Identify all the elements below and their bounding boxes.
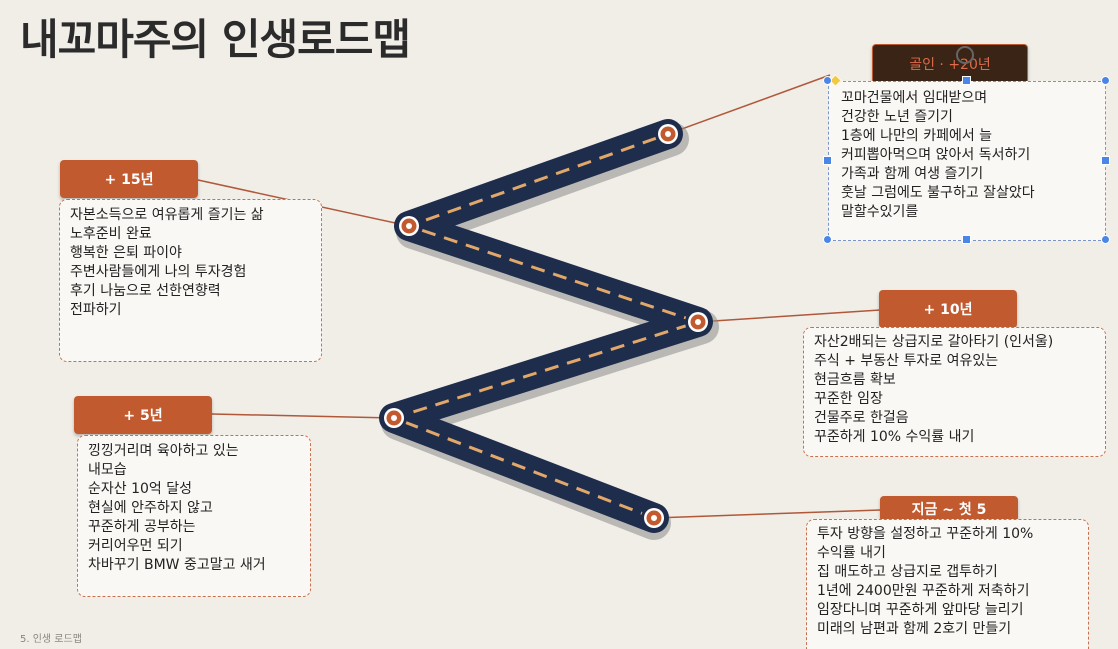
milestone-text-line: 커피뽑아먹으며 앉아서 독서하기 bbox=[841, 147, 1031, 163]
resize-handle-top-left[interactable] bbox=[823, 76, 832, 85]
slide-footer: 5. 인생 로드맵 bbox=[20, 634, 82, 645]
milestone-text-line: 행복한 은퇴 파이야 bbox=[70, 245, 182, 261]
milestone-textbox-goal[interactable]: 꼬마건물에서 임대받으며 건강한 노년 즐기기 1층에 나만의 카페에서 늘 커… bbox=[828, 81, 1106, 241]
milestone-text-line: 내모습 bbox=[88, 462, 127, 478]
milestone-text-line: 미래의 남편과 함께 2호기 만들기 bbox=[817, 621, 1012, 637]
milestone-text-line: 임장다니며 꾸준하게 앞마당 늘리기 bbox=[817, 602, 1024, 618]
milestone-tag-now[interactable]: 지금 ~ 첫 5 bbox=[880, 496, 1018, 522]
milestone-textbox-5y[interactable]: 낑낑거리며 육아하고 있는 내모습 순자산 10억 달성 현실에 안주하지 않고… bbox=[77, 435, 311, 597]
milestone-text-line: 꼬마건물에서 임대받으며 bbox=[841, 90, 988, 106]
milestone-text-line: 차바꾸기 BMW 중고말고 새거 bbox=[88, 557, 266, 573]
milestone-text-line: 낑낑거리며 육아하고 있는 bbox=[88, 443, 239, 459]
milestone-text-line: 순자산 10억 달성 bbox=[88, 481, 192, 497]
milestone-text-line: 현실에 안주하지 않고 bbox=[88, 500, 213, 516]
milestone-marker bbox=[655, 121, 681, 147]
connector-line bbox=[697, 309, 881, 323]
milestone-text-line: 건물주로 한걸음 bbox=[814, 410, 909, 426]
milestone-text-line: 자본소득으로 여유롭게 즐기는 삶 bbox=[70, 207, 264, 223]
milestone-marker bbox=[685, 309, 711, 335]
milestone-text-line: 후기 나눔으로 선한연향력 bbox=[70, 283, 221, 299]
milestone-text-line: 수익률 내기 bbox=[817, 545, 886, 561]
milestone-marker bbox=[641, 505, 667, 531]
rotate-handle[interactable] bbox=[956, 46, 974, 64]
resize-handle-right[interactable] bbox=[1101, 156, 1110, 165]
milestone-text-line: 가족과 함께 여생 즐기기 bbox=[841, 166, 984, 182]
resize-handle-bottom-left[interactable] bbox=[823, 235, 832, 244]
milestone-text-line: 자산2배되는 상급지로 갈아타기 (인서울) bbox=[814, 334, 1054, 350]
connector-line bbox=[653, 509, 881, 519]
road-path bbox=[379, 119, 713, 533]
milestone-textbox-now[interactable]: 투자 방향을 설정하고 꾸준하게 10% 수익률 내기 집 매도하고 상급지로 … bbox=[806, 519, 1089, 649]
resize-handle-top[interactable] bbox=[962, 76, 971, 85]
milestone-tag-5y[interactable]: + 5년 bbox=[74, 396, 212, 434]
milestone-text-line: 전파하기 bbox=[70, 302, 122, 318]
resize-handle-left[interactable] bbox=[823, 156, 832, 165]
milestone-text-line: 1년에 2400만원 꾸준하게 저축하기 bbox=[817, 583, 1030, 599]
milestone-textbox-10y[interactable]: 자산2배되는 상급지로 갈아타기 (인서울) 주식 + 부동산 투자로 여유있는… bbox=[803, 327, 1106, 457]
connector-line bbox=[667, 74, 831, 135]
milestone-text-line: 집 매도하고 상급지로 갭투하기 bbox=[817, 564, 998, 580]
milestone-text-line: 투자 방향을 설정하고 꾸준하게 10% bbox=[817, 526, 1034, 542]
resize-handle-top-right[interactable] bbox=[1101, 76, 1110, 85]
connector-line bbox=[211, 413, 395, 419]
milestone-text-line: 훗날 그럼에도 불구하고 잘살았다 bbox=[841, 185, 1035, 201]
milestone-marker bbox=[381, 405, 407, 431]
milestone-tag-10y[interactable]: + 10년 bbox=[879, 290, 1017, 328]
milestone-marker bbox=[396, 213, 422, 239]
milestone-text-line: 주식 + 부동산 투자로 여유있는 bbox=[814, 353, 999, 369]
milestone-textbox-15y[interactable]: 자본소득으로 여유롭게 즐기는 삶 노후준비 완료 행복한 은퇴 파이야 주변사… bbox=[59, 199, 322, 362]
milestone-tag-15y[interactable]: + 15년 bbox=[60, 160, 198, 198]
resize-handle-bottom[interactable] bbox=[962, 235, 971, 244]
milestone-text-line: 주변사람들에게 나의 투자경험 bbox=[70, 264, 247, 280]
resize-handle-bottom-right[interactable] bbox=[1101, 235, 1110, 244]
milestone-text-line: 말할수있기를 bbox=[841, 204, 919, 220]
milestone-text-line: 노후준비 완료 bbox=[70, 226, 152, 242]
milestone-text-line: 1층에 나만의 카페에서 늘 bbox=[841, 128, 993, 144]
milestone-text-line: 꾸준한 임장 bbox=[814, 391, 883, 407]
road-center-dashes bbox=[392, 132, 700, 520]
milestone-text-line: 건강한 노년 즐기기 bbox=[841, 109, 953, 125]
milestone-text-line: 꾸준하게 공부하는 bbox=[88, 519, 196, 535]
milestone-text-line: 현금흐름 확보 bbox=[814, 372, 896, 388]
milestone-text-line: 커리어우먼 되기 bbox=[88, 538, 183, 554]
milestone-text-line: 꾸준하게 10% 수익률 내기 bbox=[814, 429, 975, 445]
milestone-tag-goal[interactable]: 골인 · +20년 bbox=[872, 44, 1028, 84]
slide-title[interactable]: 내꼬마주의 인생로드맵 bbox=[20, 15, 411, 64]
